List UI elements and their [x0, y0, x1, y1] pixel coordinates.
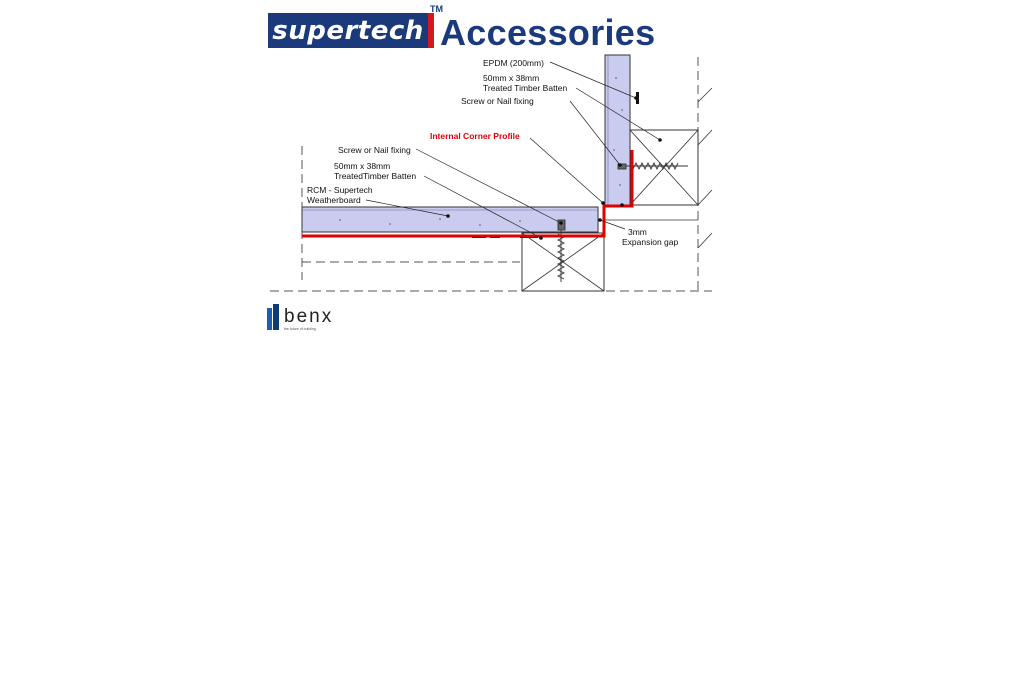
label-batten-right-name: Treated Timber Batten — [483, 83, 568, 93]
label-screw-left: Screw or Nail fixing — [338, 145, 411, 155]
internal-corner-profile — [302, 150, 634, 238]
benx-tagline: the future of building — [284, 327, 316, 331]
page-title: Accessories — [440, 12, 656, 53]
label-expansion-gap: Expansion gap — [622, 237, 679, 247]
horizontal-weatherboard — [301, 206, 599, 233]
label-screw-right: Screw or Nail fixing — [461, 96, 534, 106]
label-weatherboard-brand: RCM - Supertech — [307, 185, 373, 195]
label-batten-left-name: TreatedTimber Batten — [334, 171, 417, 181]
label-epdm: EPDM (200mm) — [483, 58, 544, 68]
benx-logo-mark — [267, 304, 279, 330]
label-gap-size: 3mm — [628, 227, 647, 237]
logo-red-stripe — [428, 13, 434, 48]
benx-logo-text: benx — [284, 306, 334, 327]
leader-lines — [365, 61, 661, 239]
trademark-mark: TM — [430, 4, 443, 14]
label-weatherboard: Weatherboard — [307, 195, 361, 205]
right-screw — [617, 161, 688, 171]
label-batten-left-size: 50mm x 38mm — [334, 161, 391, 171]
bottom-timber-block — [521, 232, 605, 292]
label-internal-corner-profile: Internal Corner Profile — [430, 131, 520, 141]
brand-name: supertech — [272, 15, 424, 46]
label-batten-right-size: 50mm x 38mm — [483, 73, 540, 83]
bottom-screw — [556, 219, 566, 282]
supertech-logo: supertech — [268, 13, 428, 48]
vertical-weatherboard — [604, 54, 631, 206]
